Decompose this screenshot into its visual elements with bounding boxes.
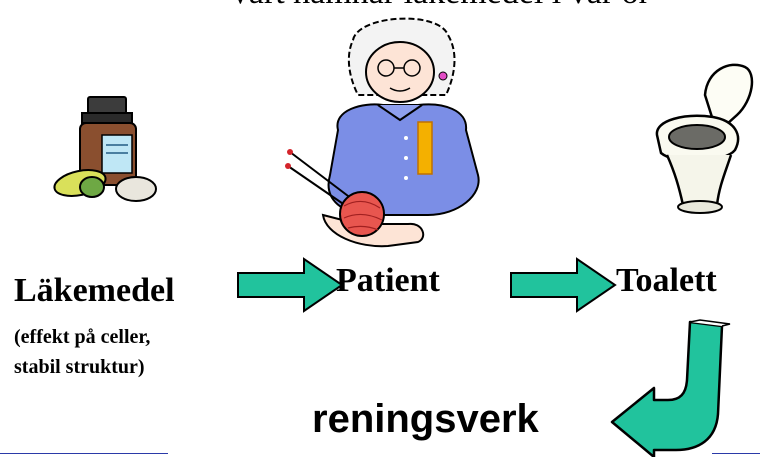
arrow-medicine-to-patient [237, 257, 344, 313]
patient-illustration-icon [285, 17, 480, 248]
patient-label: Patient [336, 262, 440, 299]
medicine-note-line1: (effekt på celler, [14, 326, 151, 348]
toilet-icon [655, 63, 754, 214]
treatment-plant-label: reningsverk [312, 397, 539, 441]
bottom-rule-left [0, 453, 168, 454]
toilet-label: Toalett [616, 262, 717, 299]
arrow-patient-to-toilet [510, 257, 617, 313]
medicine-bottle-icon [53, 96, 157, 202]
arrow-toilet-to-treatment [610, 319, 731, 457]
slide-title: Vart hamnar läkemedel i vår omgivning? [228, 0, 648, 14]
bottom-rule-right [712, 453, 760, 454]
medicine-note-line2: stabil struktur) [14, 356, 145, 378]
medicine-label: Läkemedel [14, 272, 175, 309]
